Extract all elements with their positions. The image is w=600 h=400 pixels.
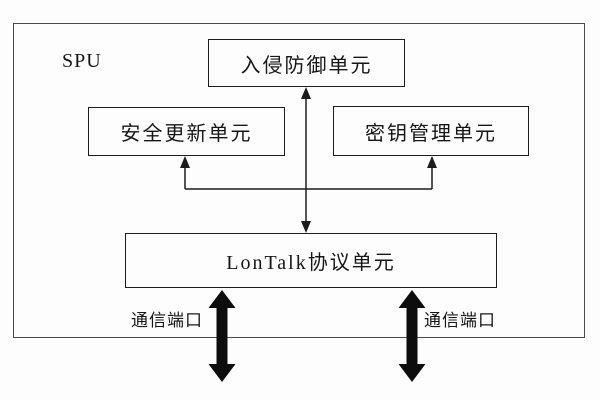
node-intrusion-prevention-unit: 入侵防御单元 — [208, 39, 405, 87]
spu-container-box: SPU — [13, 23, 585, 338]
spu-label: SPU — [62, 50, 102, 72]
node-security-update-label: 安全更新单元 — [120, 123, 253, 145]
node-lontalk-protocol-unit: LonTalk协议单元 — [125, 233, 497, 288]
node-key-management-label: 密钥管理单元 — [365, 122, 497, 145]
port-label-right: 通信端口 — [424, 311, 496, 330]
node-intrusion-prevention-label: 入侵防御单元 — [240, 54, 373, 77]
node-lontalk-protocol-label: LonTalk协议单元 — [226, 252, 396, 274]
node-security-update-unit: 安全更新单元 — [88, 107, 285, 156]
port-label-left: 通信端口 — [131, 311, 203, 330]
node-key-management-unit: 密钥管理单元 — [333, 106, 529, 156]
